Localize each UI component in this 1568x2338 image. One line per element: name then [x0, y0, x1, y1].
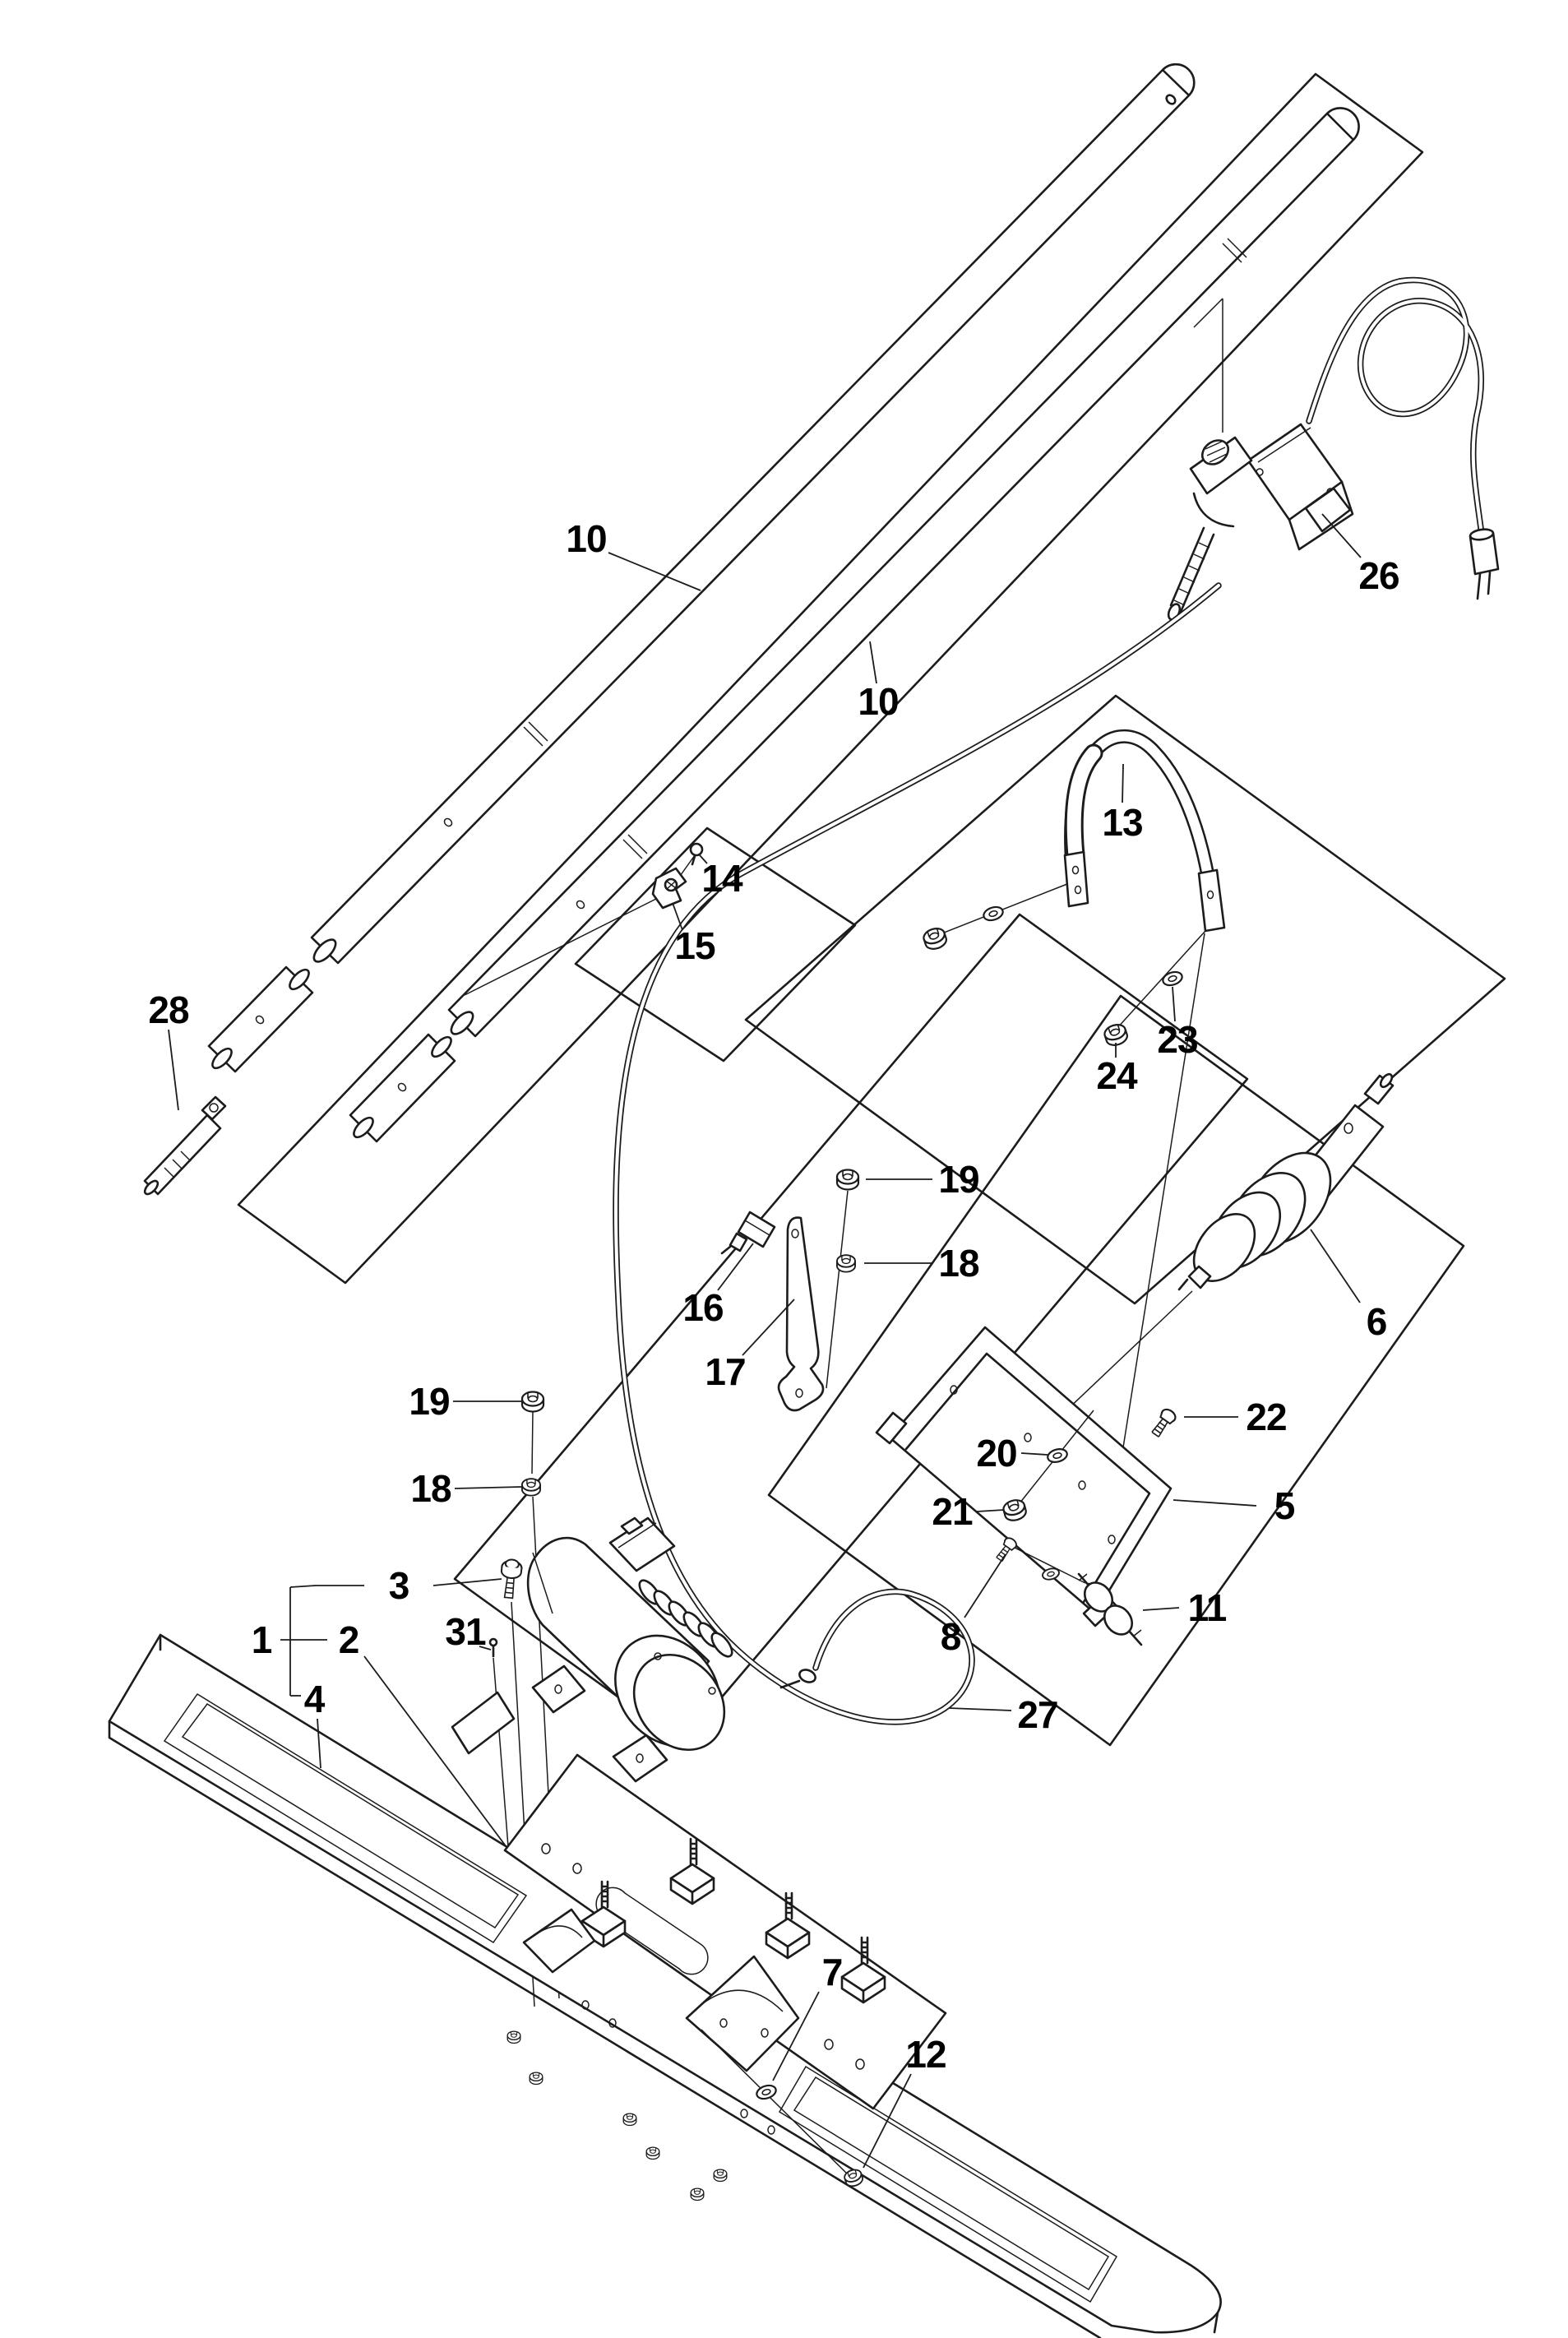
group-bracket-line: [289, 1585, 317, 1588]
leader-line-16: [717, 1243, 754, 1291]
leader-line-26: [1321, 513, 1362, 558]
leader-line-10: [608, 552, 701, 591]
part-label-18: 18: [410, 1467, 451, 1510]
switch-clamp: [1189, 436, 1253, 528]
screed-blade-4: [108, 1633, 1222, 2338]
part-label-14: 14: [701, 857, 742, 900]
leader-line-14: [699, 854, 708, 864]
leader-line-2: [363, 1655, 507, 1848]
leader-line-23: [1172, 986, 1176, 1022]
leader-line-28: [168, 1029, 179, 1111]
part-label-5: 5: [1274, 1484, 1296, 1527]
u-handle-13: [920, 729, 1226, 1479]
leader-line-18: [454, 1486, 522, 1489]
tube-sleeve-rear: [207, 965, 314, 1073]
part-label-28: 28: [148, 988, 189, 1031]
leader-line-6: [1310, 1229, 1361, 1303]
part-label-22: 22: [1246, 1396, 1287, 1438]
leader-line-10: [869, 641, 877, 684]
leader-line-20: [1020, 1452, 1048, 1456]
part-label-3: 3: [388, 1564, 410, 1607]
part-label-15: 15: [674, 924, 715, 967]
part-label-24: 24: [1096, 1054, 1137, 1097]
leader-line-11: [1142, 1607, 1180, 1611]
part-label-16: 16: [682, 1286, 724, 1329]
flat-bar-panel: [237, 72, 1424, 1285]
vibrator-head-6: [1001, 1072, 1395, 1473]
panel-upper-right: [744, 694, 1506, 1305]
part-label-26: 26: [1358, 554, 1399, 597]
leader-line-13: [1122, 763, 1124, 803]
part-label-13: 13: [1102, 801, 1143, 844]
leader-line-3: [432, 1578, 502, 1586]
part-label-1: 1: [251, 1618, 273, 1661]
leader-line-8: [964, 1553, 1006, 1618]
leader-line-12: [863, 2073, 912, 2169]
isolator-mounts: [580, 1837, 886, 2004]
leader-line-4: [317, 1718, 321, 1769]
part-label-4: 4: [303, 1678, 326, 1720]
part-label-19: 19: [409, 1380, 450, 1423]
part-label-10: 10: [858, 680, 899, 723]
leader-line-17: [742, 1299, 795, 1356]
leader-line-31: [479, 1646, 492, 1650]
leader-line-5: [1173, 1499, 1257, 1507]
left-fastener-column: [488, 1391, 560, 2007]
tube-end-fitting-28: [143, 1095, 227, 1196]
leader-line-7: [772, 1991, 820, 2081]
bracket-hardware: [993, 1405, 1179, 1584]
part-label-12: 12: [905, 2033, 946, 2076]
switch-assembly-26: [1167, 276, 1500, 621]
handle-tube-rear: [310, 63, 1196, 965]
panel-clamp: [574, 826, 857, 1063]
handle-tube-front: [447, 107, 1360, 1038]
part-label-23: 23: [1157, 1018, 1198, 1061]
part-label-27: 27: [1017, 1693, 1058, 1736]
tube-sleeve-front: [349, 1033, 456, 1143]
leader-line-21: [976, 1509, 1005, 1512]
motor-junction-box: [608, 1516, 676, 1572]
part-label-6: 6: [1366, 1300, 1388, 1343]
part-label-18: 18: [938, 1242, 979, 1285]
motor-coil: [638, 1579, 733, 1658]
motor-feet: [531, 1664, 668, 1783]
vibrator-motor: [526, 1516, 733, 1783]
strap-17: [777, 1190, 849, 1412]
part-label-11: 11: [1187, 1586, 1228, 1629]
part-label-10: 10: [566, 517, 607, 560]
plug-16: [720, 1211, 776, 1255]
sticker-plate: [451, 1691, 516, 1755]
support-braces-7: [522, 1908, 852, 2178]
part-label-7: 7: [821, 1951, 844, 1993]
leader-line-27: [948, 1707, 1012, 1711]
cable-clamp-14-15: [464, 842, 704, 996]
power-plug: [1469, 528, 1500, 600]
power-cable-27: [613, 582, 1222, 1725]
part-label-19: 19: [938, 1158, 979, 1201]
part-label-31: 31: [445, 1610, 486, 1653]
part-label-2: 2: [338, 1618, 360, 1661]
part-label-8: 8: [940, 1615, 962, 1658]
rubber-mount-11: [1077, 1572, 1143, 1646]
blade-fasteners: [506, 2000, 865, 2201]
leader-line-15: [672, 902, 683, 931]
part-label-20: 20: [976, 1432, 1017, 1475]
part-label-21: 21: [932, 1490, 973, 1533]
part-label-17: 17: [705, 1350, 746, 1393]
switch-box: [1247, 423, 1354, 551]
